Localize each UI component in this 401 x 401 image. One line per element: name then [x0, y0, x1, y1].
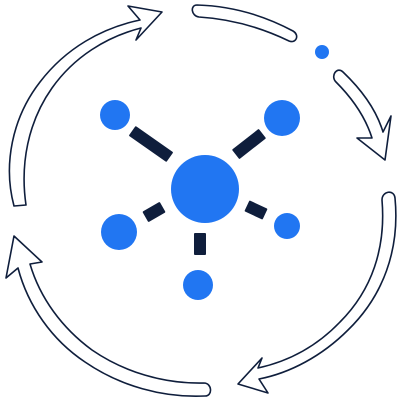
hub-center-node-icon: [171, 155, 239, 223]
hub-nodes: [100, 100, 300, 300]
spoke-top-right: [232, 129, 266, 159]
hub-spokes: [129, 126, 268, 255]
accent-dot-icon: [315, 45, 329, 59]
arrow-bottom-left-icon: [5, 235, 212, 398]
node-bottom-icon: [183, 270, 213, 300]
cycle-arrows: [5, 4, 397, 398]
spoke-bottom: [194, 233, 206, 255]
spoke-left: [142, 202, 166, 222]
arrow-bottom-right-icon: [237, 191, 397, 394]
node-top-right-icon: [264, 100, 300, 136]
spoke-top-left: [129, 126, 173, 162]
node-top-left-icon: [100, 100, 130, 130]
node-right-icon: [274, 213, 300, 239]
node-left-icon: [101, 214, 137, 250]
arrow-top-right-segment-icon: [191, 4, 298, 43]
arrow-top-left-icon: [8, 5, 163, 207]
arrow-right-icon: [332, 69, 392, 161]
spoke-right: [244, 200, 268, 220]
